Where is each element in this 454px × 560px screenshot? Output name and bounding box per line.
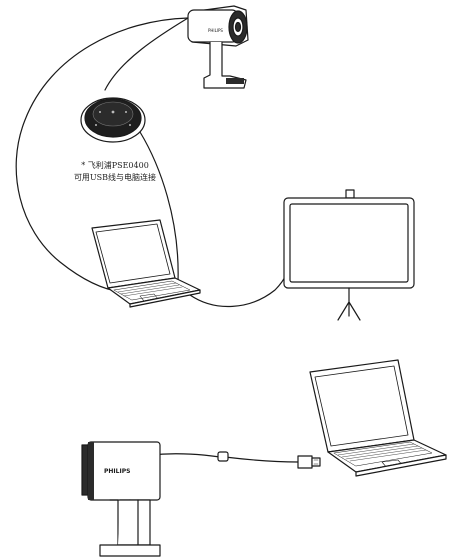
cable-laptop-screen (190, 250, 292, 306)
laptop-icon (92, 220, 200, 307)
webcam-icon: PHILIPS (188, 6, 248, 88)
laptop-icon-2 (310, 360, 446, 476)
webcam-side-icon: PHILIPS (82, 442, 160, 556)
projector-screen-icon (284, 190, 414, 320)
compatibility-note: * 飞利浦PSE0400 可用USB线与电脑连接 (40, 160, 190, 184)
cable-camera-laptop (105, 18, 188, 90)
cable-ferrite (218, 452, 228, 461)
webcam-brand-label: PHILIPS (104, 468, 130, 475)
note-line-1: * 飞利浦PSE0400 (40, 160, 190, 172)
speakerphone-icon (81, 98, 145, 142)
note-line-2: 可用USB线与电脑连接 (40, 172, 190, 184)
usb-plug-icon (298, 456, 320, 468)
svg-text:PHILIPS: PHILIPS (208, 28, 223, 33)
